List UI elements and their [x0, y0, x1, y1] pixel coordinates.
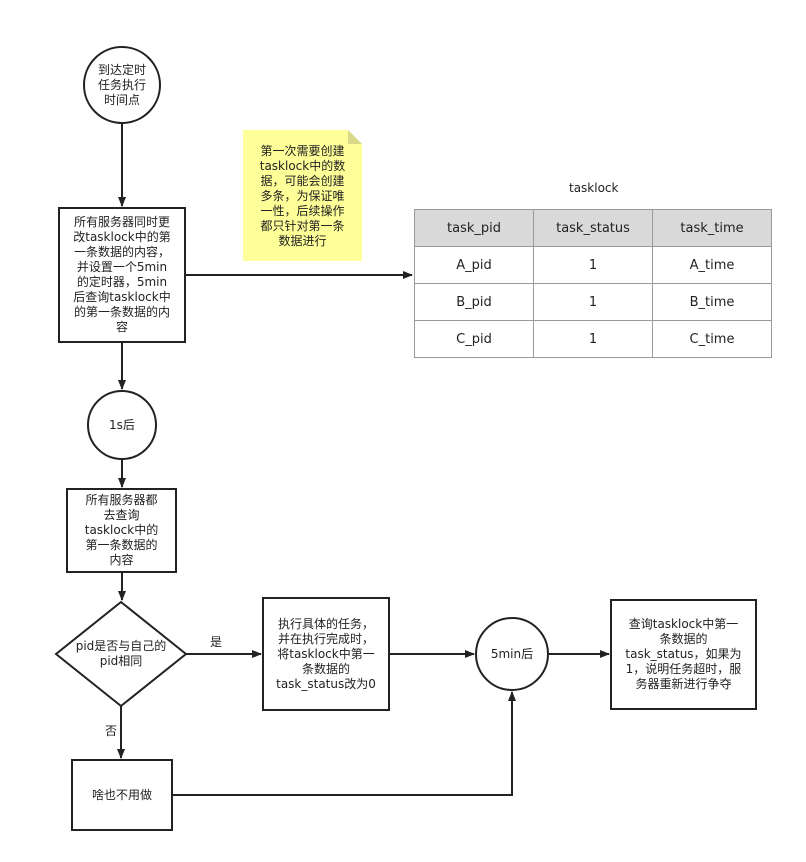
table-cell: B_pid — [414, 283, 534, 321]
table-header-cell: task_time — [652, 209, 772, 247]
check-timeout-node-label: 查询tasklock中第一 条数据的 task_status，如果为 1，说明任… — [625, 617, 742, 691]
do-nothing-node-shape — [71, 759, 173, 831]
table-cell: A_time — [652, 246, 772, 284]
decision-node: pid是否与自己的 pid相同 — [56, 602, 186, 706]
wait-5min-node-label: 5min后 — [490, 646, 534, 661]
table-cell: C_pid — [414, 320, 534, 358]
table-row: A_pid 1 A_time — [414, 246, 772, 284]
check-timeout-node: 查询tasklock中第一 条数据的 task_status，如果为 1，说明任… — [611, 600, 756, 709]
table-header-row: task_pid task_status task_time — [414, 209, 772, 247]
table-cell: 1 — [533, 283, 653, 321]
table-cell: B_time — [652, 283, 772, 321]
execute-node-label: 执行具体的任务， 并在执行完成时， 将tasklock中第一 条数据的 task… — [276, 616, 376, 691]
edge-nothing-to-wait5min — [172, 691, 516, 796]
table-row: C_pid 1 C_time — [414, 320, 772, 358]
update-all-node: 所有服务器同时更 改tasklock中的第 一条数据的内容， 并设置一个5min… — [59, 208, 185, 342]
table-header-cell: task_status — [533, 209, 653, 247]
decision-node-label: pid是否与自己的 pid相同 — [75, 639, 167, 668]
do-nothing-node: 啥也不用做 — [72, 760, 172, 830]
execute-node: 执行具体的任务， 并在执行完成时， 将tasklock中第一 条数据的 task… — [263, 598, 389, 710]
table-cell: A_pid — [414, 246, 534, 284]
note-shape — [243, 130, 362, 261]
table-cell: 1 — [533, 246, 653, 284]
wait-1s-node: 1s后 — [88, 391, 156, 459]
table-cell: C_time — [652, 320, 772, 358]
edge-label-no: 否 — [105, 724, 118, 738]
table-row: B_pid 1 B_time — [414, 283, 772, 321]
start-node-label: 到达定时 任务执行 时间点 — [97, 62, 146, 107]
wait-5min-node: 5min后 — [476, 618, 548, 690]
check-timeout-node-shape — [610, 599, 757, 710]
do-nothing-node-label: 啥也不用做 — [91, 787, 152, 802]
tasklock-table: task_pid task_status task_time A_pid 1 A… — [414, 209, 772, 358]
update-all-node-label: 所有服务器同时更 改tasklock中的第 一条数据的内容， 并设置一个5min… — [73, 215, 171, 334]
table-title: tasklock — [569, 181, 619, 195]
query-all-node-label: 所有服务器都 去查询 tasklock中的 第一条数据的 内容 — [84, 493, 159, 567]
query-all-node: 所有服务器都 去查询 tasklock中的 第一条数据的 内容 — [67, 489, 176, 572]
wait-1s-node-label: 1s后 — [109, 417, 135, 432]
table-header-cell: task_pid — [414, 209, 534, 247]
note-text: 第一次需要创建 tasklock中的数 据，可能会创建 多条，为保证唯 一性，后… — [259, 143, 346, 248]
note: 第一次需要创建 tasklock中的数 据，可能会创建 多条，为保证唯 一性，后… — [243, 134, 362, 258]
start-node: 到达定时 任务执行 时间点 — [84, 47, 160, 123]
table-cell: 1 — [533, 320, 653, 358]
execute-node-shape — [262, 597, 390, 711]
edge-label-yes: 是 — [210, 635, 223, 649]
